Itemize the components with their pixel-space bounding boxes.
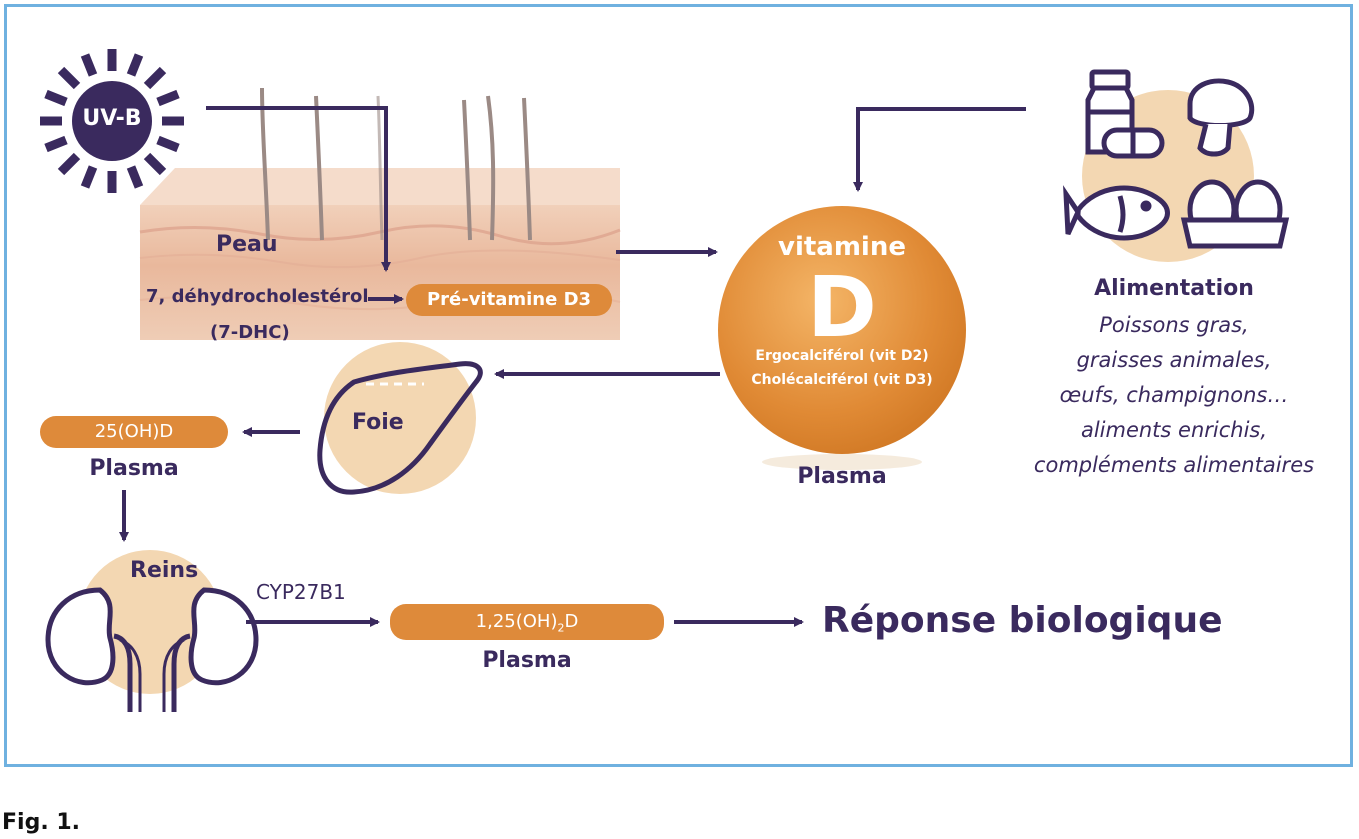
25ohd-plasma-label: Plasma (89, 456, 179, 481)
food-illustration (1063, 69, 1290, 262)
vitamin-d-plasma-label: Plasma (797, 464, 887, 489)
vitamin-d-circle (718, 206, 966, 454)
cyp27b1-label: CYP27B1 (256, 580, 346, 604)
pill-bottle-icon (1085, 69, 1165, 159)
125ohd-plasma-label: Plasma (482, 648, 572, 673)
vitamin-d-title: vitamine (778, 232, 906, 262)
kidneys-icon (45, 550, 259, 712)
diet-line-1: Poissons gras, (1099, 313, 1249, 337)
arrow-diet-to-vitd (853, 107, 1026, 192)
125ohd-subscript: 2 (557, 621, 565, 635)
eggs-icon (1180, 179, 1290, 249)
uvb-label: UV-B (82, 106, 142, 131)
liver-label: Foie (352, 410, 404, 435)
precursor-label-line2: (7-DHC) (210, 322, 290, 343)
liver-icon (317, 342, 483, 495)
precursor-label-line1: 7, déhydrocholestérol (146, 286, 369, 307)
response-label: Réponse biologique (822, 600, 1223, 641)
figure-caption: Fig. 1. (2, 810, 80, 835)
kidney-label: Reins (130, 558, 199, 583)
arrow-uvb-to-skin (206, 106, 391, 272)
arrows (119, 106, 1026, 627)
diet-title: Alimentation (1094, 276, 1254, 301)
25ohd-pill: 25(OH)D (40, 416, 228, 448)
ergocalciferol-label: Ergocalciférol (vit D2) (755, 348, 929, 364)
previtamin-d3-pill: Pré-vitamine D3 (406, 284, 612, 316)
diet-line-2: graisses animales, (1076, 348, 1272, 372)
fish-icon (1063, 185, 1170, 241)
mushroom-icon (1187, 78, 1255, 157)
vitamin-d-letter: D (807, 258, 877, 356)
skin-layer-icon (139, 87, 621, 340)
sun-icon (40, 49, 184, 193)
skin-label: Peau (216, 232, 278, 257)
diet-line-3: œufs, champignons… (1059, 383, 1289, 407)
cholecalciferol-label: Cholécalciférol (vit D3) (751, 372, 933, 388)
diet-line-5: compléments alimentaires (1033, 453, 1315, 477)
125ohd-pill: 1,25(OH)2D (390, 604, 664, 640)
125ohd-suffix: D (564, 611, 579, 632)
125ohd-prefix: 1,25(OH) (475, 611, 558, 632)
diet-line-4: aliments enrichis, (1080, 418, 1268, 442)
